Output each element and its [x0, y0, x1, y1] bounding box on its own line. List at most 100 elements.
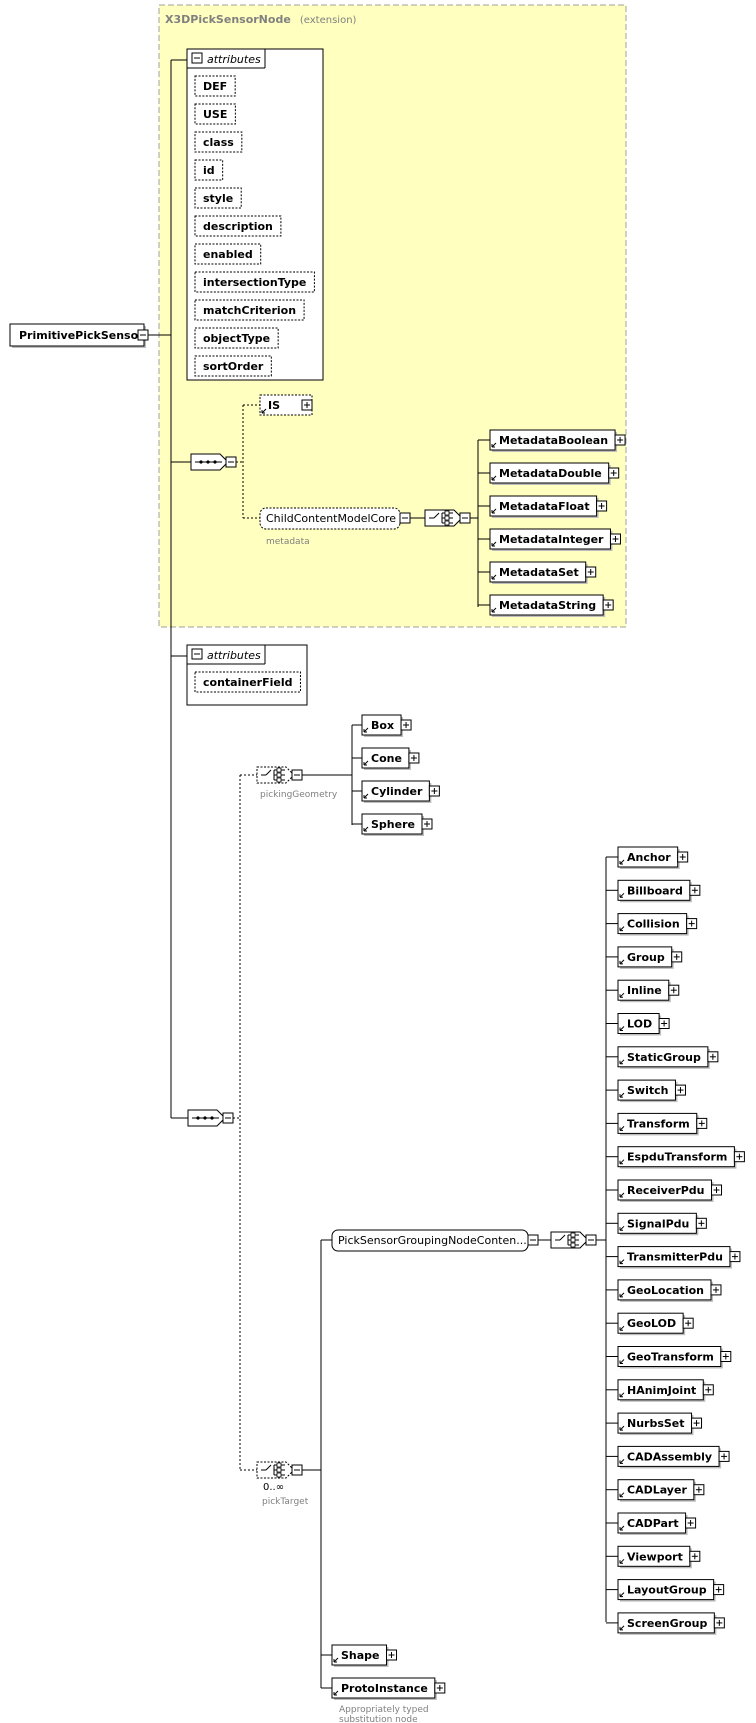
metadata-double-element[interactable]: MetadataDouble — [489, 462, 611, 485]
metadata-float-expand-icon[interactable] — [596, 500, 608, 512]
sphere-element[interactable]: Sphere — [361, 813, 424, 836]
static-group-expand-icon[interactable] — [707, 1051, 719, 1063]
billboard-element[interactable]: Billboard — [617, 879, 692, 903]
grouping-content-collapse-icon[interactable] — [527, 1234, 539, 1246]
choice-grouping-collapse-icon[interactable] — [585, 1234, 597, 1246]
receiver-pdu-element[interactable]: ReceiverPdu — [617, 1179, 714, 1202]
root-element[interactable]: PrimitivePickSensor — [9, 323, 146, 348]
metadata-integer-expand-icon[interactable] — [609, 533, 621, 545]
proto-instance-element[interactable]: ProtoInstance — [331, 1677, 437, 1700]
collision-element[interactable]: Collision — [617, 913, 689, 936]
choice-pick-target-collapse-icon[interactable] — [291, 1464, 303, 1476]
cylinder-element[interactable]: Cylinder — [361, 780, 432, 803]
metadata-string-expand-icon[interactable] — [602, 599, 614, 611]
metadata-set-expand-icon[interactable] — [585, 566, 597, 578]
hanim-joint-element[interactable]: HAnimJoint — [617, 1379, 706, 1402]
lod-expand-icon[interactable] — [658, 1018, 670, 1029]
def-attribute[interactable]: DEF — [194, 75, 236, 97]
metadata-boolean-element[interactable]: MetadataBoolean — [489, 429, 618, 452]
style-attribute[interactable]: style — [194, 187, 242, 209]
object-type-attribute[interactable]: objectType — [194, 327, 279, 349]
inline-element[interactable]: Inline — [617, 979, 671, 1003]
use-attribute[interactable]: USE — [194, 103, 236, 125]
attributes-group-1-collapse-icon[interactable] — [191, 52, 203, 64]
layout-group-expand-icon[interactable] — [713, 1584, 725, 1596]
group-expand-icon[interactable] — [671, 951, 683, 963]
is-expand-icon[interactable] — [301, 399, 313, 411]
screen-group-expand-icon[interactable] — [713, 1617, 725, 1629]
signal-pdu-expand-icon[interactable] — [695, 1217, 707, 1229]
group-element[interactable]: Group — [617, 946, 674, 969]
sort-order-attribute[interactable]: sortOrder — [194, 355, 272, 377]
container-field-attribute[interactable]: containerField — [194, 671, 301, 693]
viewport-expand-icon[interactable] — [689, 1550, 701, 1562]
screen-group-element[interactable]: ScreenGroup — [617, 1612, 717, 1635]
sequence-1-collapse-icon[interactable] — [225, 456, 237, 468]
cadpart-expand-icon[interactable] — [685, 1517, 697, 1529]
geo-transform-element[interactable]: GeoTransform — [617, 1346, 723, 1369]
proto-instance-expand-icon[interactable] — [434, 1682, 446, 1694]
geo-lod-expand-icon[interactable] — [682, 1317, 694, 1329]
static-group-element[interactable]: StaticGroup — [617, 1046, 710, 1069]
espdu-transform-expand-icon[interactable] — [733, 1151, 745, 1163]
shape-expand-icon[interactable] — [386, 1649, 398, 1661]
cone-expand-icon[interactable] — [408, 752, 420, 764]
id-attribute[interactable]: id — [194, 159, 224, 181]
nurbs-set-expand-icon[interactable] — [691, 1417, 703, 1429]
cadassembly-element[interactable]: CADAssembly — [617, 1445, 722, 1469]
cone-element[interactable]: Cone — [361, 747, 411, 770]
intersection-type-attribute[interactable]: intersectionType — [194, 271, 315, 293]
inline-expand-icon[interactable] — [668, 984, 680, 996]
cadlayer-expand-icon[interactable] — [693, 1484, 705, 1496]
geo-location-expand-icon[interactable] — [710, 1284, 722, 1296]
transform-expand-icon[interactable] — [696, 1117, 708, 1129]
pick-sensor-grouping-content[interactable]: PickSensorGroupingNodeConten... — [331, 1229, 529, 1252]
billboard-expand-icon[interactable] — [689, 884, 701, 896]
class-attribute[interactable]: class — [194, 131, 243, 153]
layout-group-element[interactable]: LayoutGroup — [617, 1579, 716, 1602]
metadata-string-element[interactable]: MetadataString — [489, 594, 606, 617]
choice-1-collapse-icon[interactable] — [459, 512, 471, 524]
viewport-element[interactable]: Viewport — [617, 1545, 692, 1569]
cylinder-expand-icon[interactable] — [428, 785, 440, 797]
switch-element[interactable]: Switch — [617, 1079, 678, 1103]
transform-element[interactable]: Transform — [617, 1112, 699, 1136]
sequence-2-collapse-icon[interactable] — [222, 1112, 234, 1124]
cadassembly-expand-icon[interactable] — [718, 1450, 730, 1462]
nurbs-set-element[interactable]: NurbsSet — [617, 1412, 694, 1436]
espdu-transform-element[interactable]: EspduTransform — [617, 1146, 737, 1169]
box-expand-icon[interactable] — [400, 719, 412, 731]
metadata-integer-element[interactable]: MetadataInteger — [489, 528, 613, 551]
geo-transform-expand-icon[interactable] — [720, 1351, 732, 1362]
geo-location-element[interactable]: GeoLocation — [617, 1279, 713, 1302]
collision-expand-icon[interactable] — [686, 918, 698, 930]
switch-expand-icon[interactable] — [674, 1084, 686, 1096]
attributes-group-2-collapse-icon[interactable] — [191, 648, 203, 660]
choice-picking-geometry-collapse-icon[interactable] — [291, 769, 303, 781]
metadata-float-element[interactable]: MetadataFloat — [489, 495, 599, 518]
match-criterion-attribute[interactable]: matchCriterion — [194, 299, 305, 321]
hanim-joint-expand-icon[interactable] — [702, 1384, 714, 1396]
transmitter-pdu-element[interactable]: TransmitterPdu — [617, 1246, 732, 1269]
metadata-double-expand-icon[interactable] — [608, 467, 620, 479]
metadata-boolean-expand-icon[interactable] — [614, 434, 626, 446]
description-attribute[interactable]: description — [194, 215, 282, 237]
enabled-attribute[interactable]: enabled — [194, 243, 262, 265]
anchor-expand-icon[interactable] — [677, 851, 689, 863]
transmitter-pdu-expand-icon[interactable] — [729, 1251, 741, 1263]
cadpart-element[interactable]: CADPart — [617, 1512, 688, 1535]
sphere-expand-icon[interactable] — [421, 818, 433, 830]
root-collapse-icon[interactable] — [137, 329, 149, 341]
child-content-collapse-icon[interactable] — [399, 512, 411, 524]
box-element[interactable]: Box — [361, 714, 404, 737]
geo-lod-element[interactable]: GeoLOD — [617, 1312, 686, 1336]
is-element[interactable]: IS — [259, 394, 313, 416]
anchor-element[interactable]: Anchor — [617, 846, 680, 869]
child-content-model-core[interactable]: ChildContentModelCore — [259, 507, 401, 530]
cadlayer-element[interactable]: CADLayer — [617, 1479, 696, 1502]
metadata-set-element[interactable]: MetadataSet — [489, 561, 588, 584]
lod-element[interactable]: LOD — [617, 1013, 662, 1036]
shape-element[interactable]: Shape — [331, 1644, 389, 1667]
signal-pdu-element[interactable]: SignalPdu — [617, 1212, 699, 1236]
receiver-pdu-expand-icon[interactable] — [711, 1184, 723, 1196]
